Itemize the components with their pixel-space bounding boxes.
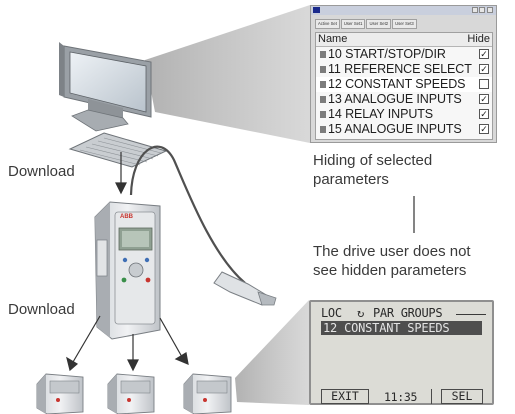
- projection-beam-top: [145, 5, 310, 143]
- parameter-set-tabs: Active Set User Set1 User Set2 User Set3: [315, 19, 418, 29]
- computer-monitor-icon: [59, 42, 152, 132]
- lcd-selected-item[interactable]: 12 CONSTANT SPEEDS: [321, 321, 482, 335]
- parameter-window: Active Set User Set1 User Set2 User Set3…: [310, 5, 497, 143]
- control-panel-display: LOC ↻ PAR GROUPS 12 CONSTANT SPEEDS EXIT…: [309, 300, 494, 405]
- lcd-mode: LOC: [321, 306, 342, 320]
- drive-brand: ABB: [120, 214, 133, 220]
- exit-softkey[interactable]: EXIT: [321, 389, 369, 404]
- parameter-row-label: 10 START/STOP/DIR: [328, 47, 446, 61]
- parameter-row[interactable]: 15 ANALOGUE INPUTS ✓: [316, 122, 492, 137]
- arrow-icon: [115, 152, 127, 195]
- list-header: Name Hide: [316, 33, 492, 47]
- lcd-title-rule: [456, 314, 486, 315]
- lcd-time: 11:35: [384, 390, 418, 404]
- parameter-row-label: 11 REFERENCE SELECT: [328, 62, 472, 76]
- drive-icon: [107, 373, 155, 414]
- usb-plug-icon: [213, 271, 277, 306]
- parameter-row[interactable]: 11 REFERENCE SELECT ✓: [316, 62, 492, 77]
- window-titlebar: [311, 6, 496, 15]
- tab-active-set[interactable]: Active Set: [315, 19, 340, 29]
- download-label-bottom: Download: [8, 301, 75, 318]
- parameter-row[interactable]: 14 RELAY INPUTS ✓: [316, 107, 492, 122]
- select-softkey[interactable]: SEL: [441, 389, 483, 404]
- drive-icon: [183, 373, 232, 414]
- keyboard-icon: [68, 132, 168, 168]
- parameter-list: Name Hide 10 START/STOP/DIR ✓ 11 REFEREN…: [315, 32, 493, 140]
- projection-beam-bottom: [235, 300, 309, 405]
- app-logo-icon: [313, 7, 320, 13]
- lcd-title: PAR GROUPS: [373, 306, 443, 320]
- parameter-group-icon: [320, 111, 326, 118]
- hide-checkbox[interactable]: [479, 79, 489, 89]
- parameter-group-icon: [320, 51, 326, 58]
- drive-icon: [94, 201, 161, 340]
- tab-user-set2[interactable]: User Set2: [366, 19, 392, 29]
- close-icon[interactable]: [487, 7, 493, 13]
- hide-checkbox[interactable]: ✓: [479, 49, 489, 59]
- arrow-icon: [66, 315, 189, 372]
- download-label-top: Download: [8, 163, 75, 180]
- hide-checkbox[interactable]: ✓: [479, 64, 489, 74]
- parameter-row[interactable]: 10 START/STOP/DIR ✓: [316, 47, 492, 62]
- maximize-icon[interactable]: [479, 7, 485, 13]
- drive-icon: [36, 373, 84, 414]
- parameter-group-icon: [320, 66, 326, 73]
- lcd-divider: [431, 389, 432, 404]
- parameter-group-icon: [320, 126, 326, 133]
- parameter-row-label: 14 RELAY INPUTS: [328, 107, 434, 121]
- refresh-icon: ↻: [357, 306, 364, 320]
- hiding-caption: Hiding of selected parameters: [313, 152, 433, 188]
- drive-user-caption: The drive user does not see hidden param…: [313, 243, 471, 279]
- tab-user-set3[interactable]: User Set3: [392, 19, 417, 29]
- parameter-row-label: 13 ANALOGUE INPUTS: [328, 92, 462, 106]
- parameter-group-icon: [320, 96, 326, 103]
- hide-checkbox[interactable]: ✓: [479, 124, 489, 134]
- parameter-row[interactable]: 12 CONSTANT SPEEDS: [316, 77, 492, 92]
- parameter-row-label: 12 CONSTANT SPEEDS: [328, 77, 466, 91]
- parameter-row[interactable]: 13 ANALOGUE INPUTS ✓: [316, 92, 492, 107]
- tab-user-set1[interactable]: User Set1: [340, 19, 366, 29]
- parameter-group-icon: [320, 81, 326, 88]
- hide-checkbox[interactable]: ✓: [479, 109, 489, 119]
- parameter-row-label: 15 ANALOGUE INPUTS: [328, 122, 462, 136]
- cable-icon: [129, 145, 246, 284]
- lcd-selected-label: 12 CONSTANT SPEEDS: [323, 321, 450, 335]
- column-header-hide[interactable]: Hide: [467, 33, 490, 45]
- hide-checkbox[interactable]: ✓: [479, 94, 489, 104]
- minimize-icon[interactable]: [472, 7, 478, 13]
- column-header-name[interactable]: Name: [318, 33, 348, 45]
